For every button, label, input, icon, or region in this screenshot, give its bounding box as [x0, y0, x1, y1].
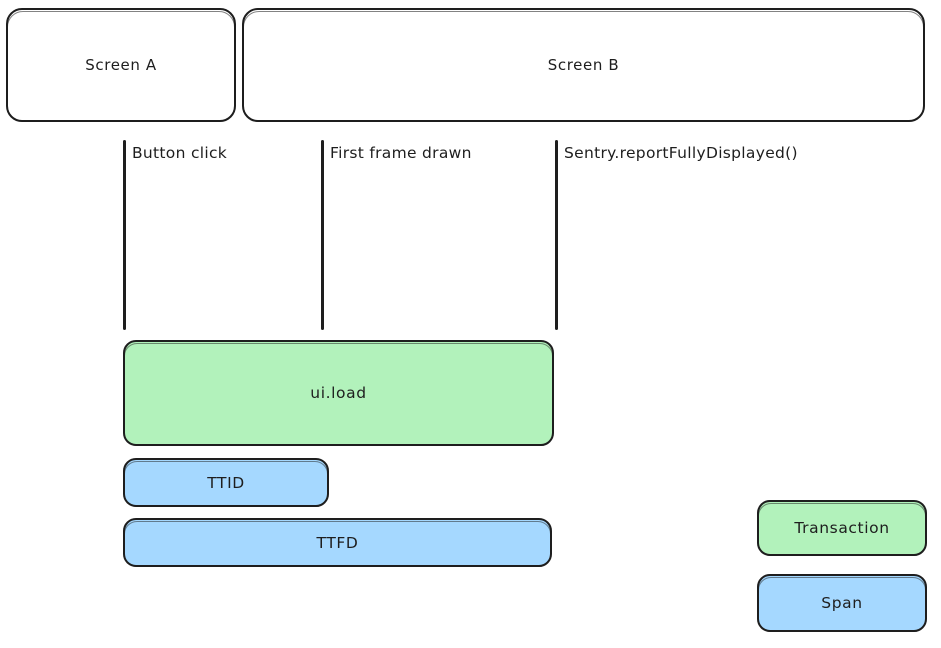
bar-ttfd: TTFD	[123, 518, 552, 567]
legend-item-transaction: Transaction	[757, 500, 927, 556]
screen-box-b: Screen B	[242, 8, 925, 122]
marker-label-button-click: Button click	[132, 144, 228, 162]
bar-ttid-label: TTID	[207, 473, 245, 492]
marker-label-report-fully-displayed: Sentry.reportFullyDisplayed()	[564, 144, 798, 162]
marker-line	[321, 140, 324, 330]
screen-box-a: Screen A	[6, 8, 236, 122]
marker-line	[555, 140, 558, 330]
bar-ttfd-label: TTFD	[316, 533, 359, 552]
screen-box-b-label: Screen B	[547, 56, 620, 74]
bar-ui-load: ui.load	[123, 340, 554, 446]
marker-line	[123, 140, 126, 330]
legend-item-transaction-label: Transaction	[794, 519, 890, 537]
legend-item-span: Span	[757, 574, 927, 632]
marker-label-first-frame-drawn: First frame drawn	[330, 144, 472, 162]
bar-ui-load-label: ui.load	[310, 384, 367, 402]
legend-item-span-label: Span	[821, 594, 863, 612]
bar-ttid: TTID	[123, 458, 329, 507]
screen-box-a-label: Screen A	[85, 56, 157, 74]
